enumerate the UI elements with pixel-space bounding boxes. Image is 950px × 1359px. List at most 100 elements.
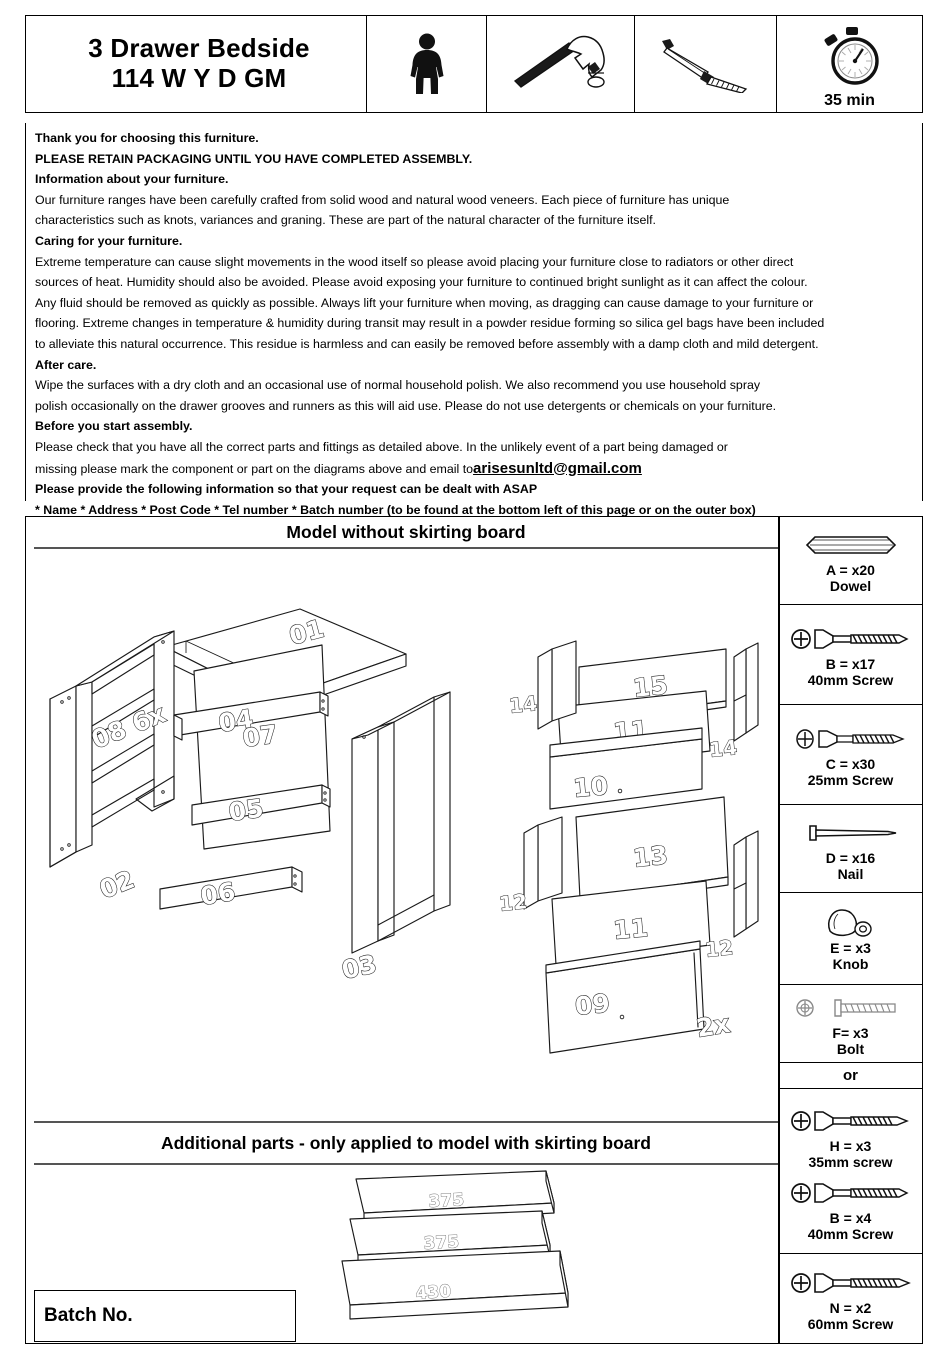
nail-icon <box>781 816 920 850</box>
part-label-01: 01 <box>286 614 327 651</box>
bolt-icon <box>781 991 920 1025</box>
info-line-17: missing please mark the component or par… <box>35 459 914 480</box>
part-10-shape <box>549 727 703 810</box>
screwdriver-icon <box>635 16 776 112</box>
part-code: A = x20 <box>826 561 875 578</box>
info-email-prefix: missing please mark the component or par… <box>35 461 474 476</box>
divider-top <box>778 517 780 549</box>
info-line-2: PLEASE RETAIN PACKAGING UNTIL YOU HAVE C… <box>35 151 473 166</box>
part-label-02: 02 <box>95 865 138 905</box>
part-name: Knob <box>832 955 869 972</box>
info-line-9: Any fluid should be removed as quickly a… <box>35 295 814 310</box>
person-icon <box>367 16 486 112</box>
part-label-11b: 11 <box>612 913 649 945</box>
part-item-or-separator: or <box>779 1063 922 1089</box>
info-line-7: Extreme temperature can cause slight mov… <box>35 254 794 269</box>
part-02-shape <box>49 630 175 868</box>
part-label-03: 03 <box>339 949 379 985</box>
skirting-board-1 <box>355 1170 555 1224</box>
part-name: Bolt <box>836 1040 865 1057</box>
product-title: 3 Drawer Bedside 114 W Y D GM <box>26 16 366 112</box>
part-name: 40mm Screw <box>807 671 894 688</box>
part-name: 40mm Screw <box>807 1226 894 1242</box>
part-label-04: 04 <box>216 704 255 738</box>
info-line-4: Our furniture ranges have been carefully… <box>35 192 730 207</box>
part-name: 35mm screw <box>808 1154 893 1170</box>
support-email-link[interactable]: arisesunltd@gmail.com <box>473 459 642 477</box>
parts-diagram-frame: Model without skirting board 01 <box>25 516 923 1344</box>
part-label-14b: 14 <box>708 735 738 762</box>
part-05-shape <box>191 784 331 826</box>
info-line-10: flooring. Extreme changes in temperature… <box>35 316 825 331</box>
part-item-screw-c: C = x30 25mm Screw <box>779 705 922 805</box>
part-12b-shape <box>733 830 759 938</box>
batch-number-box[interactable]: Batch No. <box>34 1290 296 1342</box>
part-code: N = x2 <box>829 1299 872 1316</box>
batch-number-label: Batch No. <box>44 1305 133 1326</box>
part-14b-shape <box>733 642 759 742</box>
part-item-nail: D = x16 Nail <box>779 805 922 893</box>
part-item-extra-screw-n: N = x2 60mm Screw <box>779 1254 922 1343</box>
part-06-shape <box>159 866 303 910</box>
hammer-tool-box <box>486 16 634 112</box>
skirting-label-2: 375 <box>423 1232 459 1254</box>
info-line-14: polish occasionally on the drawer groove… <box>35 398 777 413</box>
part-item-knob: E = x3 Knob <box>779 893 922 985</box>
info-line-18: Please provide the following information… <box>35 482 538 497</box>
screw-icon <box>781 1176 920 1210</box>
assembly-time-label: 35 min <box>824 92 875 109</box>
part-code: B = x4 <box>829 1210 872 1226</box>
information-text-block: Thank you for choosing this furniture. P… <box>25 123 923 517</box>
part-09-shape <box>545 940 705 1054</box>
part-label-09: 09 <box>574 988 612 1020</box>
skirting-label-3: 430 <box>415 1282 452 1304</box>
skirting-label-1: 375 <box>428 1190 464 1212</box>
info-line-13: Wipe the surfaces with a dry cloth and a… <box>35 378 761 393</box>
dowel-icon <box>781 528 920 562</box>
part-code: D = x16 <box>825 849 876 866</box>
part-04-shape <box>173 691 329 741</box>
or-label: or <box>843 1066 858 1084</box>
part-item-dowel: A = x20 Dowel <box>779 517 922 605</box>
part-name: 60mm Screw <box>807 1315 894 1332</box>
part-label-07: 07 <box>241 719 279 753</box>
quantity-label-2x: 2x <box>694 1009 732 1043</box>
part-code: E = x3 <box>830 939 871 956</box>
screw-icon <box>781 722 920 756</box>
info-line-15: Before you start assembly. <box>35 419 193 434</box>
info-line-16: Please check that you have all the corre… <box>35 439 728 454</box>
screwdriver-tool-box <box>634 16 776 112</box>
part-code: C = x30 <box>825 755 876 772</box>
stopwatch-icon <box>777 16 922 96</box>
part-label-05: 05 <box>227 793 265 827</box>
screw-icon <box>781 622 920 656</box>
info-line-11: to alleviate this natural occurrence. Th… <box>35 336 819 351</box>
part-label-13: 13 <box>632 840 670 872</box>
info-line-1: Thank you for choosing this furniture. <box>35 131 259 145</box>
parts-list-panel: A = x20 Dowel <box>779 517 922 1343</box>
info-line-6: Caring for your furniture. <box>35 233 183 248</box>
screw-icon <box>781 1266 920 1300</box>
section-title-additional: Additional parts - only applied to model… <box>34 1121 778 1165</box>
part-14a-shape <box>537 640 577 730</box>
assembly-time-box: 35 min <box>776 16 922 112</box>
section-title-main: Model without skirting board <box>34 517 778 549</box>
part-label-06: 06 <box>198 877 237 911</box>
additional-parts-panel: B = x4 40mm Screw <box>779 1165 922 1343</box>
product-title-line-2: 114 W Y D GM <box>111 63 287 93</box>
part-item-extra-screw-b: B = x4 40mm Screw <box>779 1165 922 1254</box>
part-label-12a: 12 <box>498 889 528 916</box>
part-name: 25mm Screw <box>807 771 894 788</box>
hammer-icon <box>487 16 634 112</box>
part-name: Dowel <box>829 577 872 594</box>
part-label-14a: 14 <box>508 691 538 718</box>
part-item-bolt: F= x3 Bolt <box>779 985 922 1063</box>
part-code: F= x3 <box>832 1024 869 1041</box>
part-code: B = x17 <box>825 655 876 672</box>
part-label-12b: 12 <box>704 935 734 962</box>
part-label-10: 10 <box>572 771 609 803</box>
part-item-screw-h: H = x3 35mm screw <box>779 1089 922 1185</box>
info-line-19: * Name * Address * Post Code * Tel numbe… <box>35 502 756 517</box>
exploded-diagram: 01 <box>34 549 778 1121</box>
